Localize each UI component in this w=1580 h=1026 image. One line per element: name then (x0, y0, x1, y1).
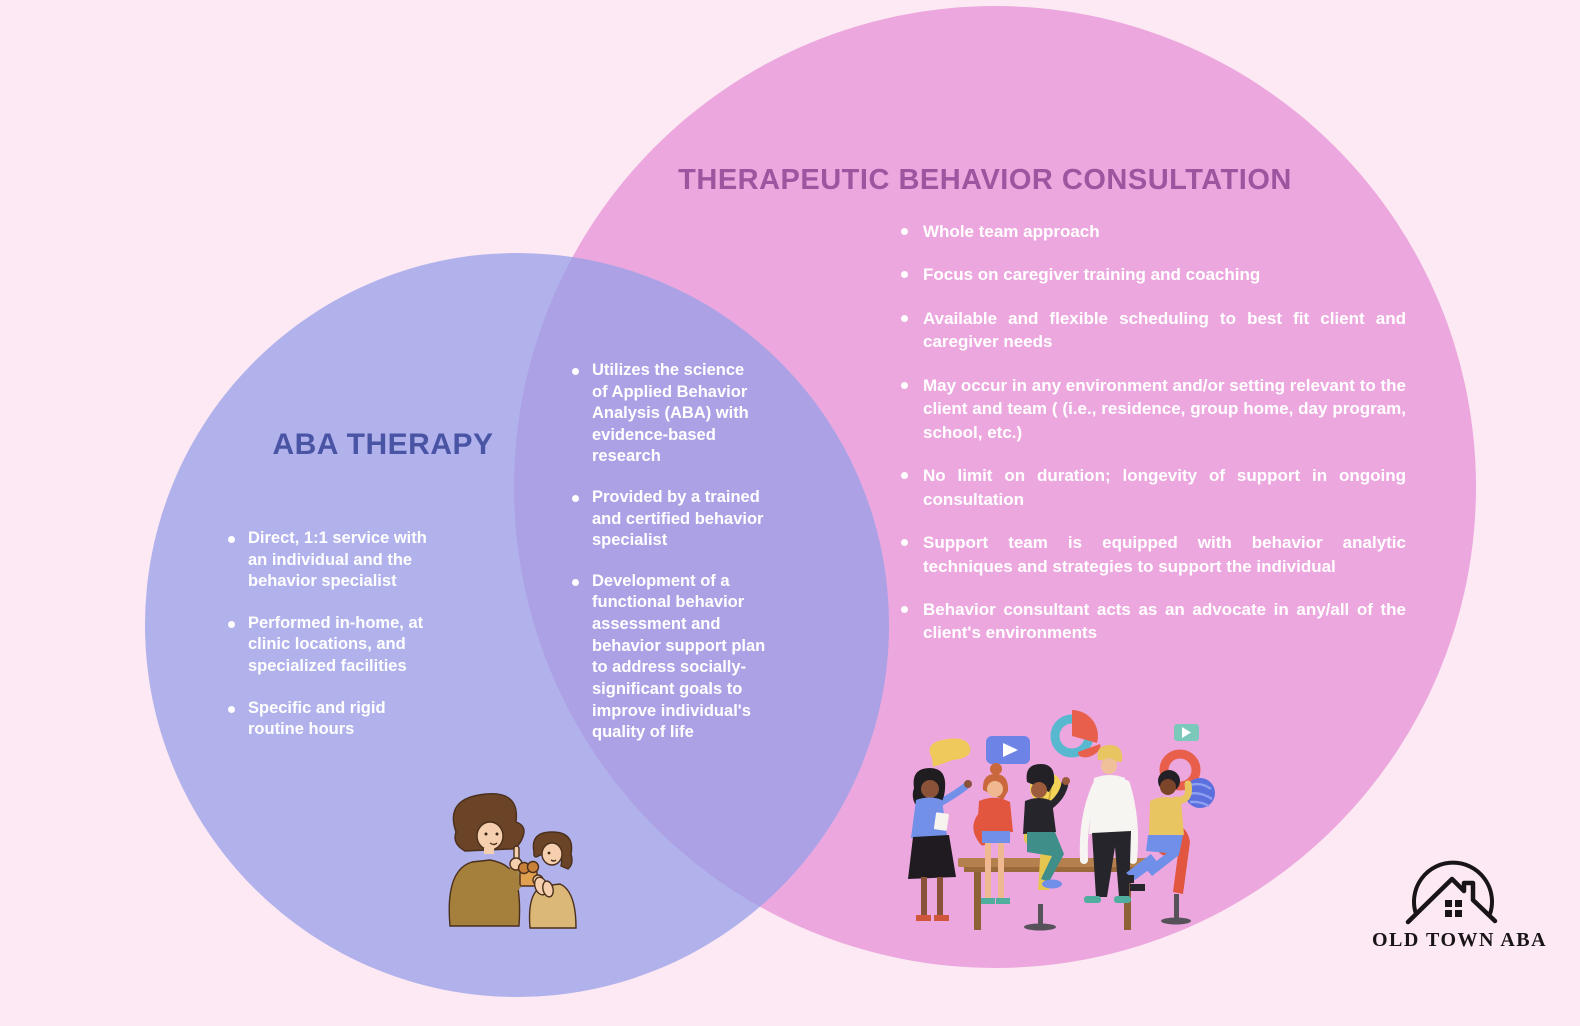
bullet-dot (901, 381, 908, 389)
play-button-icon (986, 736, 1030, 764)
old-town-aba-logo: OLD TOWN ABA (1372, 856, 1548, 952)
bullet-text: Specific and rigid routine hours (248, 698, 386, 739)
bullet-dot (572, 578, 579, 586)
list-item: Support team is equipped with behavior a… (901, 531, 1406, 578)
left-circle-bullet-list: Direct, 1:1 service with an individual a… (228, 528, 478, 761)
bullet-dot (901, 271, 908, 279)
bullet-text: Behavior consultant acts as an advocate … (923, 599, 1406, 643)
bullet-text: Provided by a trained and certified beha… (592, 488, 764, 550)
right-circle-title: THERAPEUTIC BEHAVIOR CONSULTATION (678, 164, 1292, 196)
team-meeting-illustration (908, 710, 1215, 931)
speech-bubble-icon (929, 738, 971, 767)
list-item: May occur in any environment and/or sett… (901, 374, 1406, 444)
bullet-dot (901, 539, 908, 547)
list-item: Focus on caregiver training and coaching (901, 263, 1406, 286)
list-item: Behavior consultant acts as an advocate … (901, 598, 1406, 645)
bullet-dot (901, 314, 908, 322)
list-item: Direct, 1:1 service with an individual a… (228, 528, 478, 593)
ring-icon (1159, 749, 1201, 791)
person-redhead-woman (973, 763, 1013, 904)
list-item: Performed in-home, at clinic locations, … (228, 613, 478, 678)
logo-text: OLD TOWN ABA (1372, 929, 1548, 951)
house-logo-icon (1405, 860, 1498, 925)
right-circle-bullet-list: Whole team approach Focus on caregiver t… (901, 220, 1406, 665)
person-seated-man (1119, 770, 1192, 925)
list-item: Development of a functional behavior ass… (572, 571, 812, 744)
adult-shirt (448, 859, 521, 927)
pie-chart-icon (1050, 710, 1101, 758)
list-item: Whole team approach (901, 220, 1406, 243)
bullet-text: Whole team approach (923, 222, 1100, 241)
therapist-and-child-illustration (448, 793, 577, 929)
bullet-text: Direct, 1:1 service with an individual a… (248, 529, 427, 591)
bullet-dot (228, 536, 235, 543)
mini-play-icon (1174, 724, 1199, 741)
overlap-bullet-list: Utilizes the science of Applied Behavior… (572, 360, 812, 763)
bullet-dot (228, 705, 235, 713)
adult-face (476, 821, 504, 851)
person-blond-man (1079, 745, 1139, 903)
bullet-text: May occur in any environment and/or sett… (923, 375, 1406, 442)
bullet-dot (572, 495, 579, 503)
bullet-text: Support team is equipped with behavior a… (923, 533, 1406, 576)
bullet-dot (901, 228, 908, 235)
left-circle-title: ABA THERAPY (272, 428, 494, 461)
bullet-text: No limit on duration; longevity of suppo… (923, 466, 1406, 509)
list-item: Provided by a trained and certified beha… (572, 487, 812, 552)
list-item: Available and flexible scheduling to bes… (901, 307, 1406, 354)
list-item: Utilizes the science of Applied Behavior… (572, 360, 812, 468)
list-item: No limit on duration; longevity of suppo… (901, 464, 1406, 511)
person-standing-woman (908, 768, 972, 921)
list-item: Specific and rigid routine hours (228, 698, 478, 741)
window (1445, 900, 1462, 917)
child-face (541, 842, 563, 866)
bullet-text: Utilizes the science of Applied Behavior… (592, 361, 749, 466)
bullet-text: Available and flexible scheduling to bes… (923, 308, 1406, 352)
bullet-text: Focus on caregiver training and coaching (923, 265, 1261, 285)
bullet-dot (572, 368, 579, 375)
bullet-dot (901, 605, 908, 613)
bullet-text: Performed in-home, at clinic locations, … (248, 613, 424, 676)
bullet-dot (228, 620, 235, 628)
bullet-text: Development of a functional behavior ass… (592, 571, 766, 742)
person-yellow-chair (1023, 764, 1070, 931)
bullet-dot (901, 472, 908, 480)
